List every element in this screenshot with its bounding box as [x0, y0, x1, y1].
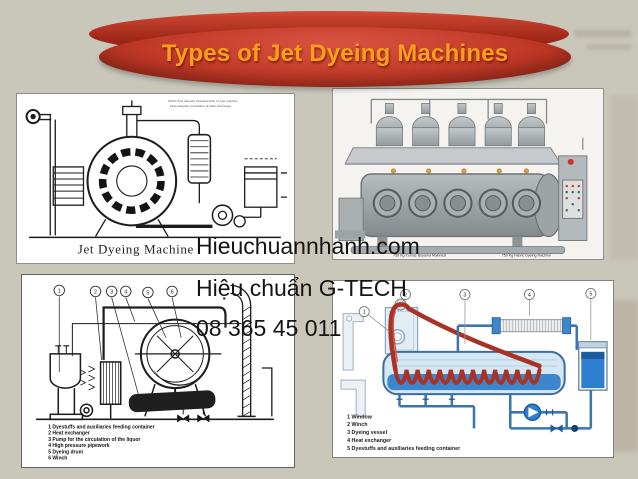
legend-line: 3 Pump for the circulation of the liquor — [48, 437, 140, 443]
watermark-company: Hiệu chuẩn G-TECH — [196, 275, 407, 301]
winch-dyeing-machine-diagram: 1 2 3 4 5 6 — [36, 284, 274, 462]
jet-dyeing-machine-caption: Jet Dyeing Machine — [78, 242, 194, 257]
circulation-pump — [523, 403, 542, 422]
diagram-legend: 1 Window 2 Winch 3 Dyeing vessel 4 Heat … — [347, 414, 460, 451]
callout-3: 3 — [463, 292, 466, 298]
panel-jet-dyeing-diagram: Winch flow diagram Characteristic of a j… — [16, 93, 295, 264]
ghost-drawing-strip — [612, 300, 638, 452]
watermark-phone: 08 365 45 011 — [196, 315, 342, 341]
valves — [550, 424, 579, 433]
control-panel — [558, 137, 588, 241]
watermark-website: Hieuchuannhanh.com — [196, 233, 420, 259]
legend-line: 5 Dyestuffs and auxiliaries feeding cont… — [347, 446, 460, 452]
slide-title: Types of Jet Dyeing Machines — [161, 40, 509, 67]
diagram-header-line1: Winch flow diagram Characteristic of a j… — [168, 99, 238, 103]
legend-line: 5 Dyeing drum — [48, 449, 83, 455]
callout-leaders — [367, 298, 592, 344]
ghost-text-line — [586, 44, 632, 50]
callout-4: 4 — [528, 292, 531, 298]
fabric-dyeing-machine-photo: 750 Kg Kumas Boyama Makinesi 750 Kg Fabr… — [333, 89, 603, 259]
ghost-text-line — [574, 30, 632, 37]
legend-line: 4 Heat exchanger — [347, 438, 391, 444]
legend-line: 1 Window — [347, 414, 373, 420]
jet-dyeing-machine-diagram: Winch flow diagram Characteristic of a j… — [25, 99, 287, 257]
callout-2: 2 — [94, 289, 97, 295]
callout-5: 5 — [589, 291, 592, 297]
photo-caption-turkish: 750 Kg Kumas Boyama Makinesi — [393, 254, 446, 258]
callout-circles: 1 2 3 4 5 — [358, 287, 597, 318]
callout-2: 2 — [404, 292, 407, 298]
callout-3: 3 — [110, 289, 113, 295]
circulation-piping — [396, 390, 593, 430]
machine-body — [335, 98, 588, 254]
legend-line: 6 Winch — [48, 456, 67, 462]
machine-linework — [36, 284, 274, 423]
heat-exchanger — [456, 317, 578, 352]
callout-leaders — [58, 296, 182, 397]
title-banner: Types of Jet Dyeing Machines — [99, 27, 571, 87]
callout-5: 5 — [146, 290, 149, 296]
callout-1: 1 — [363, 310, 366, 316]
legend-line: 2 Heat exchanger — [48, 431, 90, 437]
machine-linework — [25, 100, 287, 239]
jet-machine-colour-diagram: 1 2 3 4 5 1 Window 2 Winch 3 Dyeing vess… — [340, 287, 608, 452]
callout-circles: 1 2 3 4 5 6 — [53, 284, 178, 299]
legend-line: 2 Winch — [347, 422, 367, 428]
photo-caption-english: 750 Kg Fabric Dyeing Machine — [502, 254, 551, 258]
panel-dyeing-machine-photo: 750 Kg Kumas Boyama Makinesi 750 Kg Fabr… — [332, 88, 604, 260]
panel-jet-machine-colour-diagram: 1 2 3 4 5 1 Window 2 Winch 3 Dyeing vess… — [332, 280, 614, 458]
legend-line: 4 High pressure pipework — [48, 443, 110, 449]
legend-line: 3 Dyeing vessel — [347, 430, 388, 436]
legend-line: 1 Dyestuffs and auxiliaries feeding cont… — [48, 424, 155, 430]
callout-6: 6 — [171, 289, 174, 295]
diagram-legend: 1 Dyestuffs and auxiliaries feeding cont… — [48, 424, 155, 461]
machine-frame — [340, 313, 366, 417]
panel-winch-machine-diagram: 1 2 3 4 5 6 — [21, 274, 295, 468]
feeding-container — [578, 341, 608, 391]
callout-4: 4 — [124, 289, 127, 295]
ghost-drawing-strip — [610, 95, 638, 260]
diagram-header-line2: Flow Diagram Circulation of fabric and l… — [170, 104, 231, 108]
callout-1: 1 — [58, 288, 61, 294]
